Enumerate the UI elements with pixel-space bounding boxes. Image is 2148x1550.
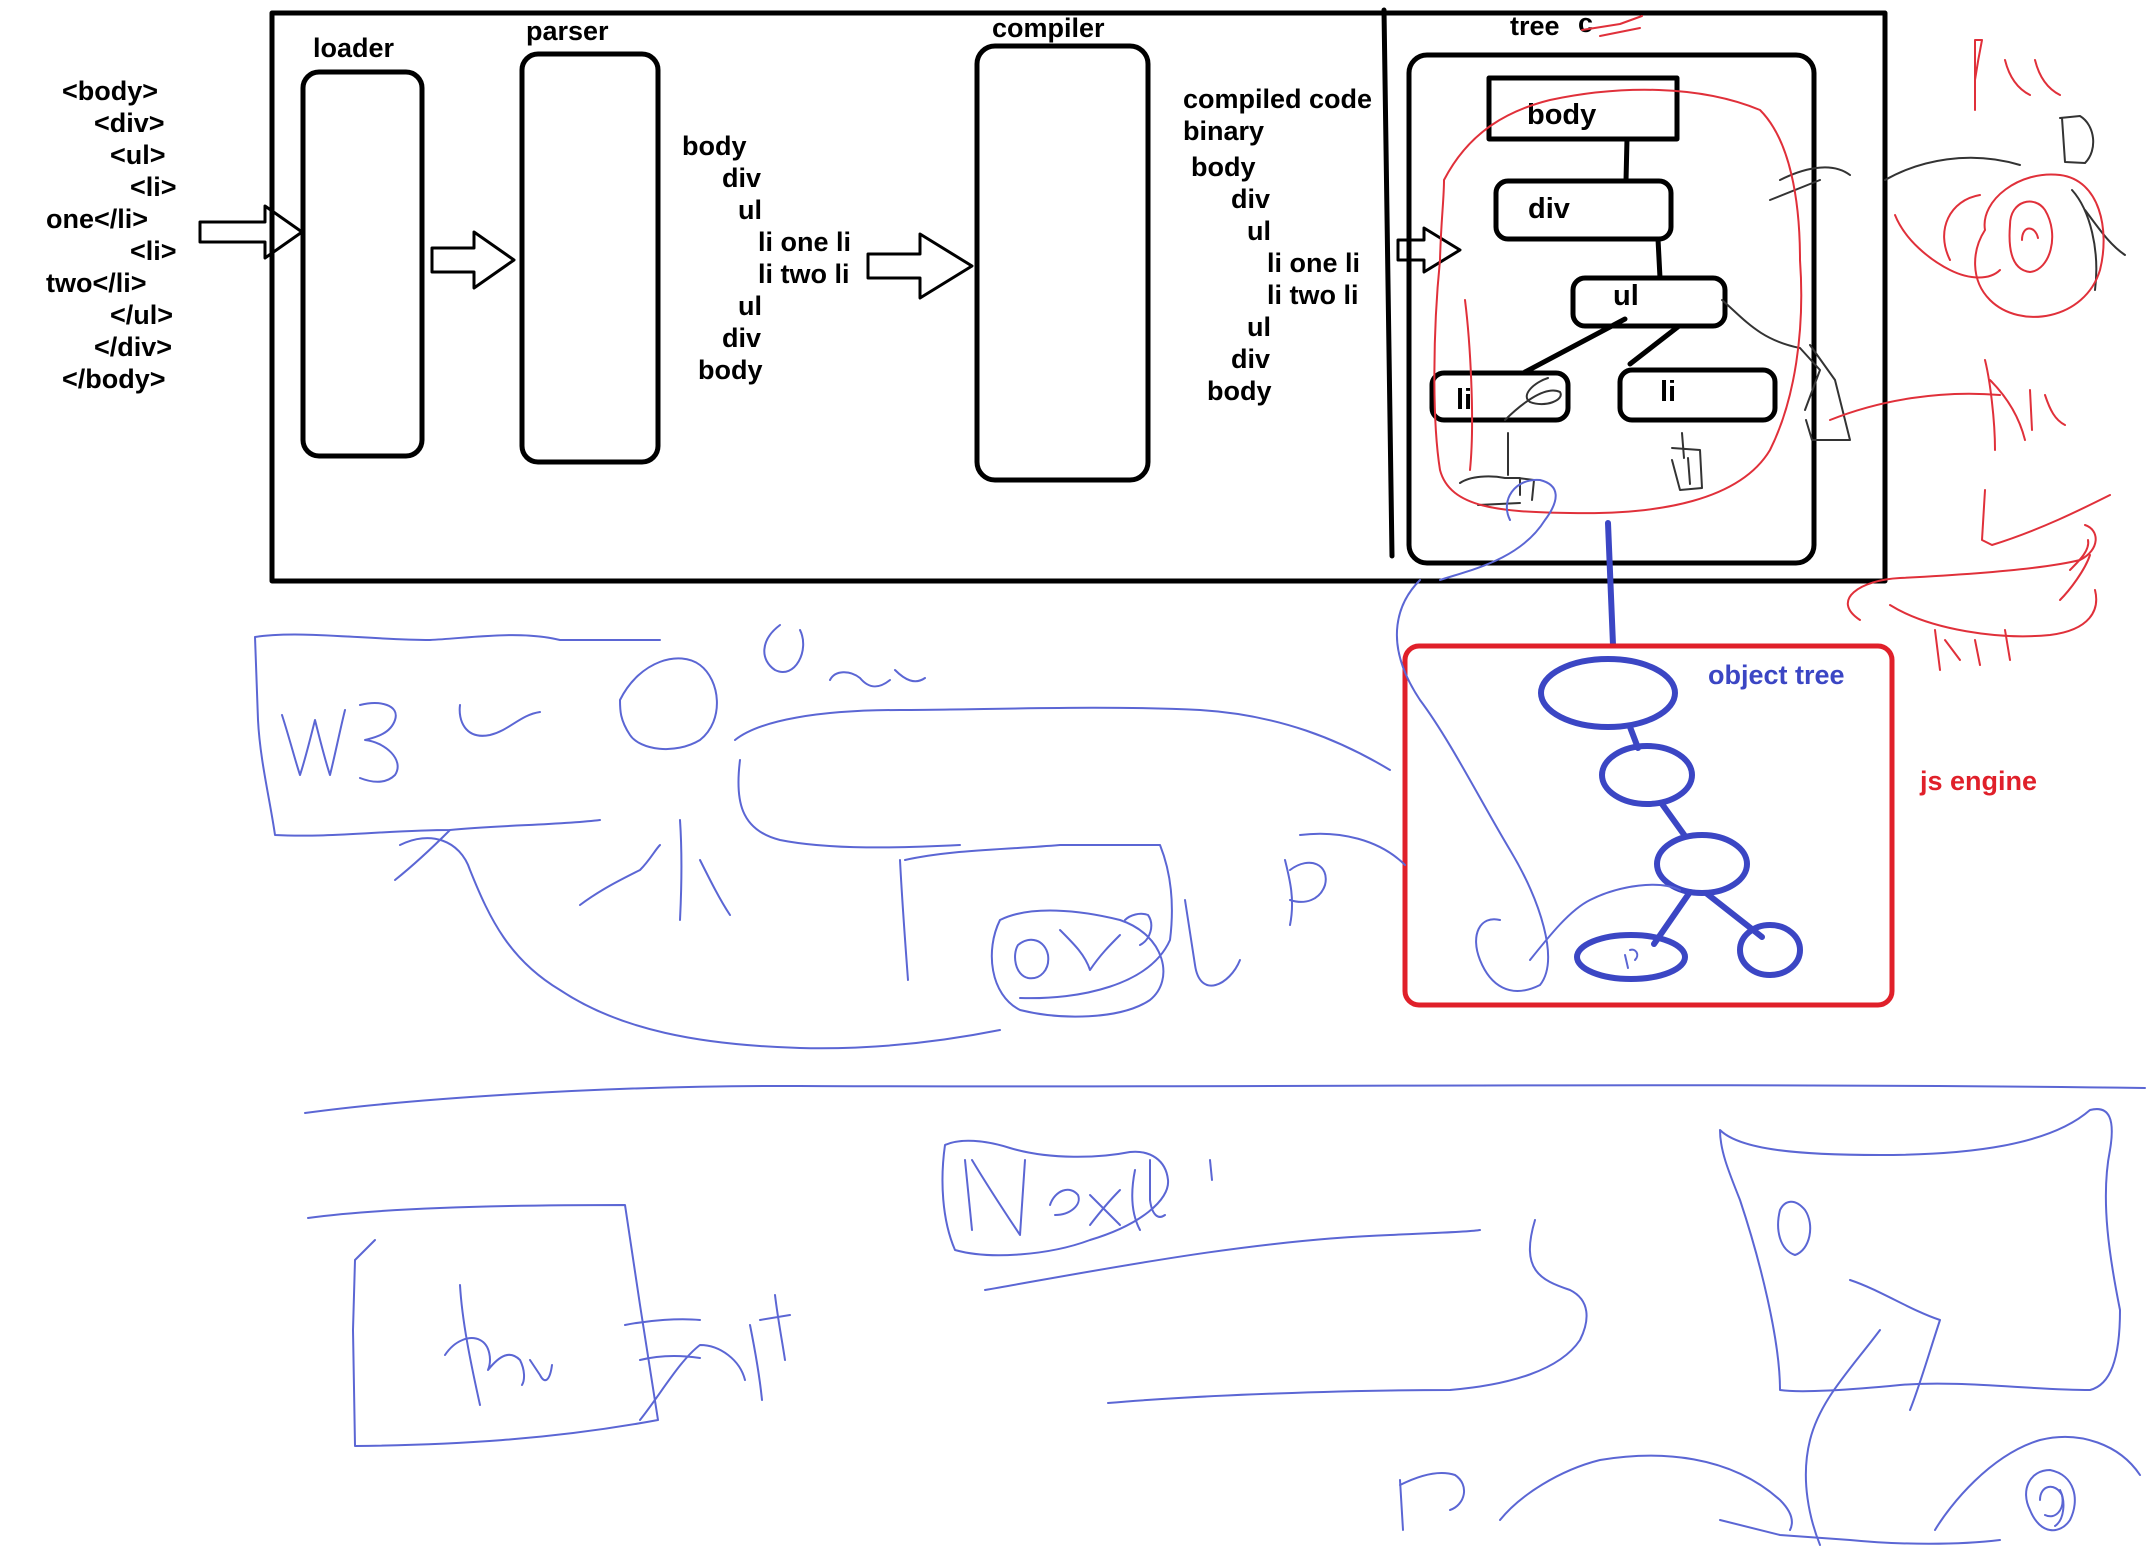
parser-output-line: ul [738, 291, 762, 321]
tree-edge [1655, 236, 1663, 281]
loader-label: loader [313, 33, 395, 63]
object-node-body [1538, 656, 1678, 730]
loader-box [300, 69, 425, 459]
js-engine-label: js engine [1919, 766, 2037, 796]
blue-sketch-lower [304, 1084, 2146, 1546]
tree-node-li-left [1429, 370, 1571, 423]
source-line: </ul> [110, 300, 173, 330]
parser-output: body div ul li one li li two li ul div b… [682, 131, 851, 385]
arrow-to-parser [430, 230, 516, 290]
tree-title-scribble [1581, 15, 1643, 37]
object-edge [1659, 801, 1688, 839]
source-line: <li> [130, 236, 177, 266]
tree-node-li-right [1617, 367, 1778, 423]
source-line: <ul> [110, 140, 166, 170]
tree-node-ul [1570, 275, 1728, 329]
js-engine-box [1402, 643, 1895, 1008]
arrow-to-compiler [866, 232, 974, 300]
object-tree-label: object tree [1708, 660, 1845, 690]
parser-box [519, 51, 661, 465]
compiled-output-line: compiled code [1183, 84, 1372, 114]
source-line: two</li> [46, 268, 147, 298]
parser-output-line: div [722, 163, 761, 193]
blue-sketch-upper [254, 478, 1681, 1050]
tree-node-body-label: body [1527, 99, 1596, 131]
object-node-ul [1654, 832, 1750, 896]
tree-label: tree [1510, 11, 1560, 41]
compiled-output-line: div [1231, 184, 1270, 214]
tree-node-ul-label: ul [1613, 280, 1639, 312]
compiler-label: compiler [992, 13, 1105, 43]
tree-node-li-left-label: li [1456, 384, 1472, 416]
tree-node-div-label: div [1528, 193, 1570, 225]
source-line: one</li> [46, 204, 148, 234]
compiled-output-line: li two li [1267, 280, 1359, 310]
tree-edge [1627, 323, 1682, 367]
tree-annotations [1459, 115, 2126, 506]
source-line: <div> [94, 108, 165, 138]
parser-output-line: li two li [758, 259, 850, 289]
arrow-to-loader [198, 204, 304, 260]
parser-label: parser [526, 16, 609, 46]
tree-box [1406, 52, 1817, 566]
object-node-li-right [1737, 922, 1803, 978]
object-node-scribble [1624, 948, 1639, 969]
compiled-output: compiled code binary body div ul li one … [1183, 84, 1372, 406]
object-node-li-left [1574, 932, 1688, 982]
object-node-div [1599, 743, 1695, 807]
parser-output-line: li one li [758, 227, 851, 257]
pipeline-frame [269, 10, 1888, 584]
source-line: <li> [130, 172, 177, 202]
compiled-output-line: ul [1247, 312, 1271, 342]
tree-node-div [1493, 178, 1674, 242]
compiled-output-line: body [1191, 152, 1256, 182]
tree-edge [1623, 136, 1630, 184]
tree-suffix-label: c [1578, 8, 1593, 38]
source-line: <body> [62, 76, 158, 106]
compiled-output-line: binary [1183, 116, 1264, 146]
parser-output-line: body [682, 131, 747, 161]
compiled-output-line: ul [1247, 216, 1271, 246]
compiler-box [974, 43, 1151, 483]
tree-edge [1522, 316, 1628, 375]
arrow-to-tree [1396, 226, 1462, 274]
parser-output-line: body [698, 355, 763, 385]
compiled-output-line: li one li [1267, 248, 1360, 278]
parser-output-line: ul [738, 195, 762, 225]
tree-divider [1381, 7, 1395, 559]
compiled-output-line: body [1207, 376, 1272, 406]
compiled-output-line: div [1231, 344, 1270, 374]
html-source: <body> <div> <ul> <li> one</li> <li> two… [46, 76, 177, 394]
source-line: </body> [62, 364, 166, 394]
parser-output-line: div [722, 323, 761, 353]
red-sketch [1433, 39, 2111, 671]
source-line: </div> [94, 332, 172, 362]
tree-node-body [1486, 75, 1680, 142]
tree-to-engine-link [1605, 520, 1616, 648]
tree-node-li-right-label: li [1660, 376, 1676, 408]
object-tree [1538, 656, 1803, 982]
